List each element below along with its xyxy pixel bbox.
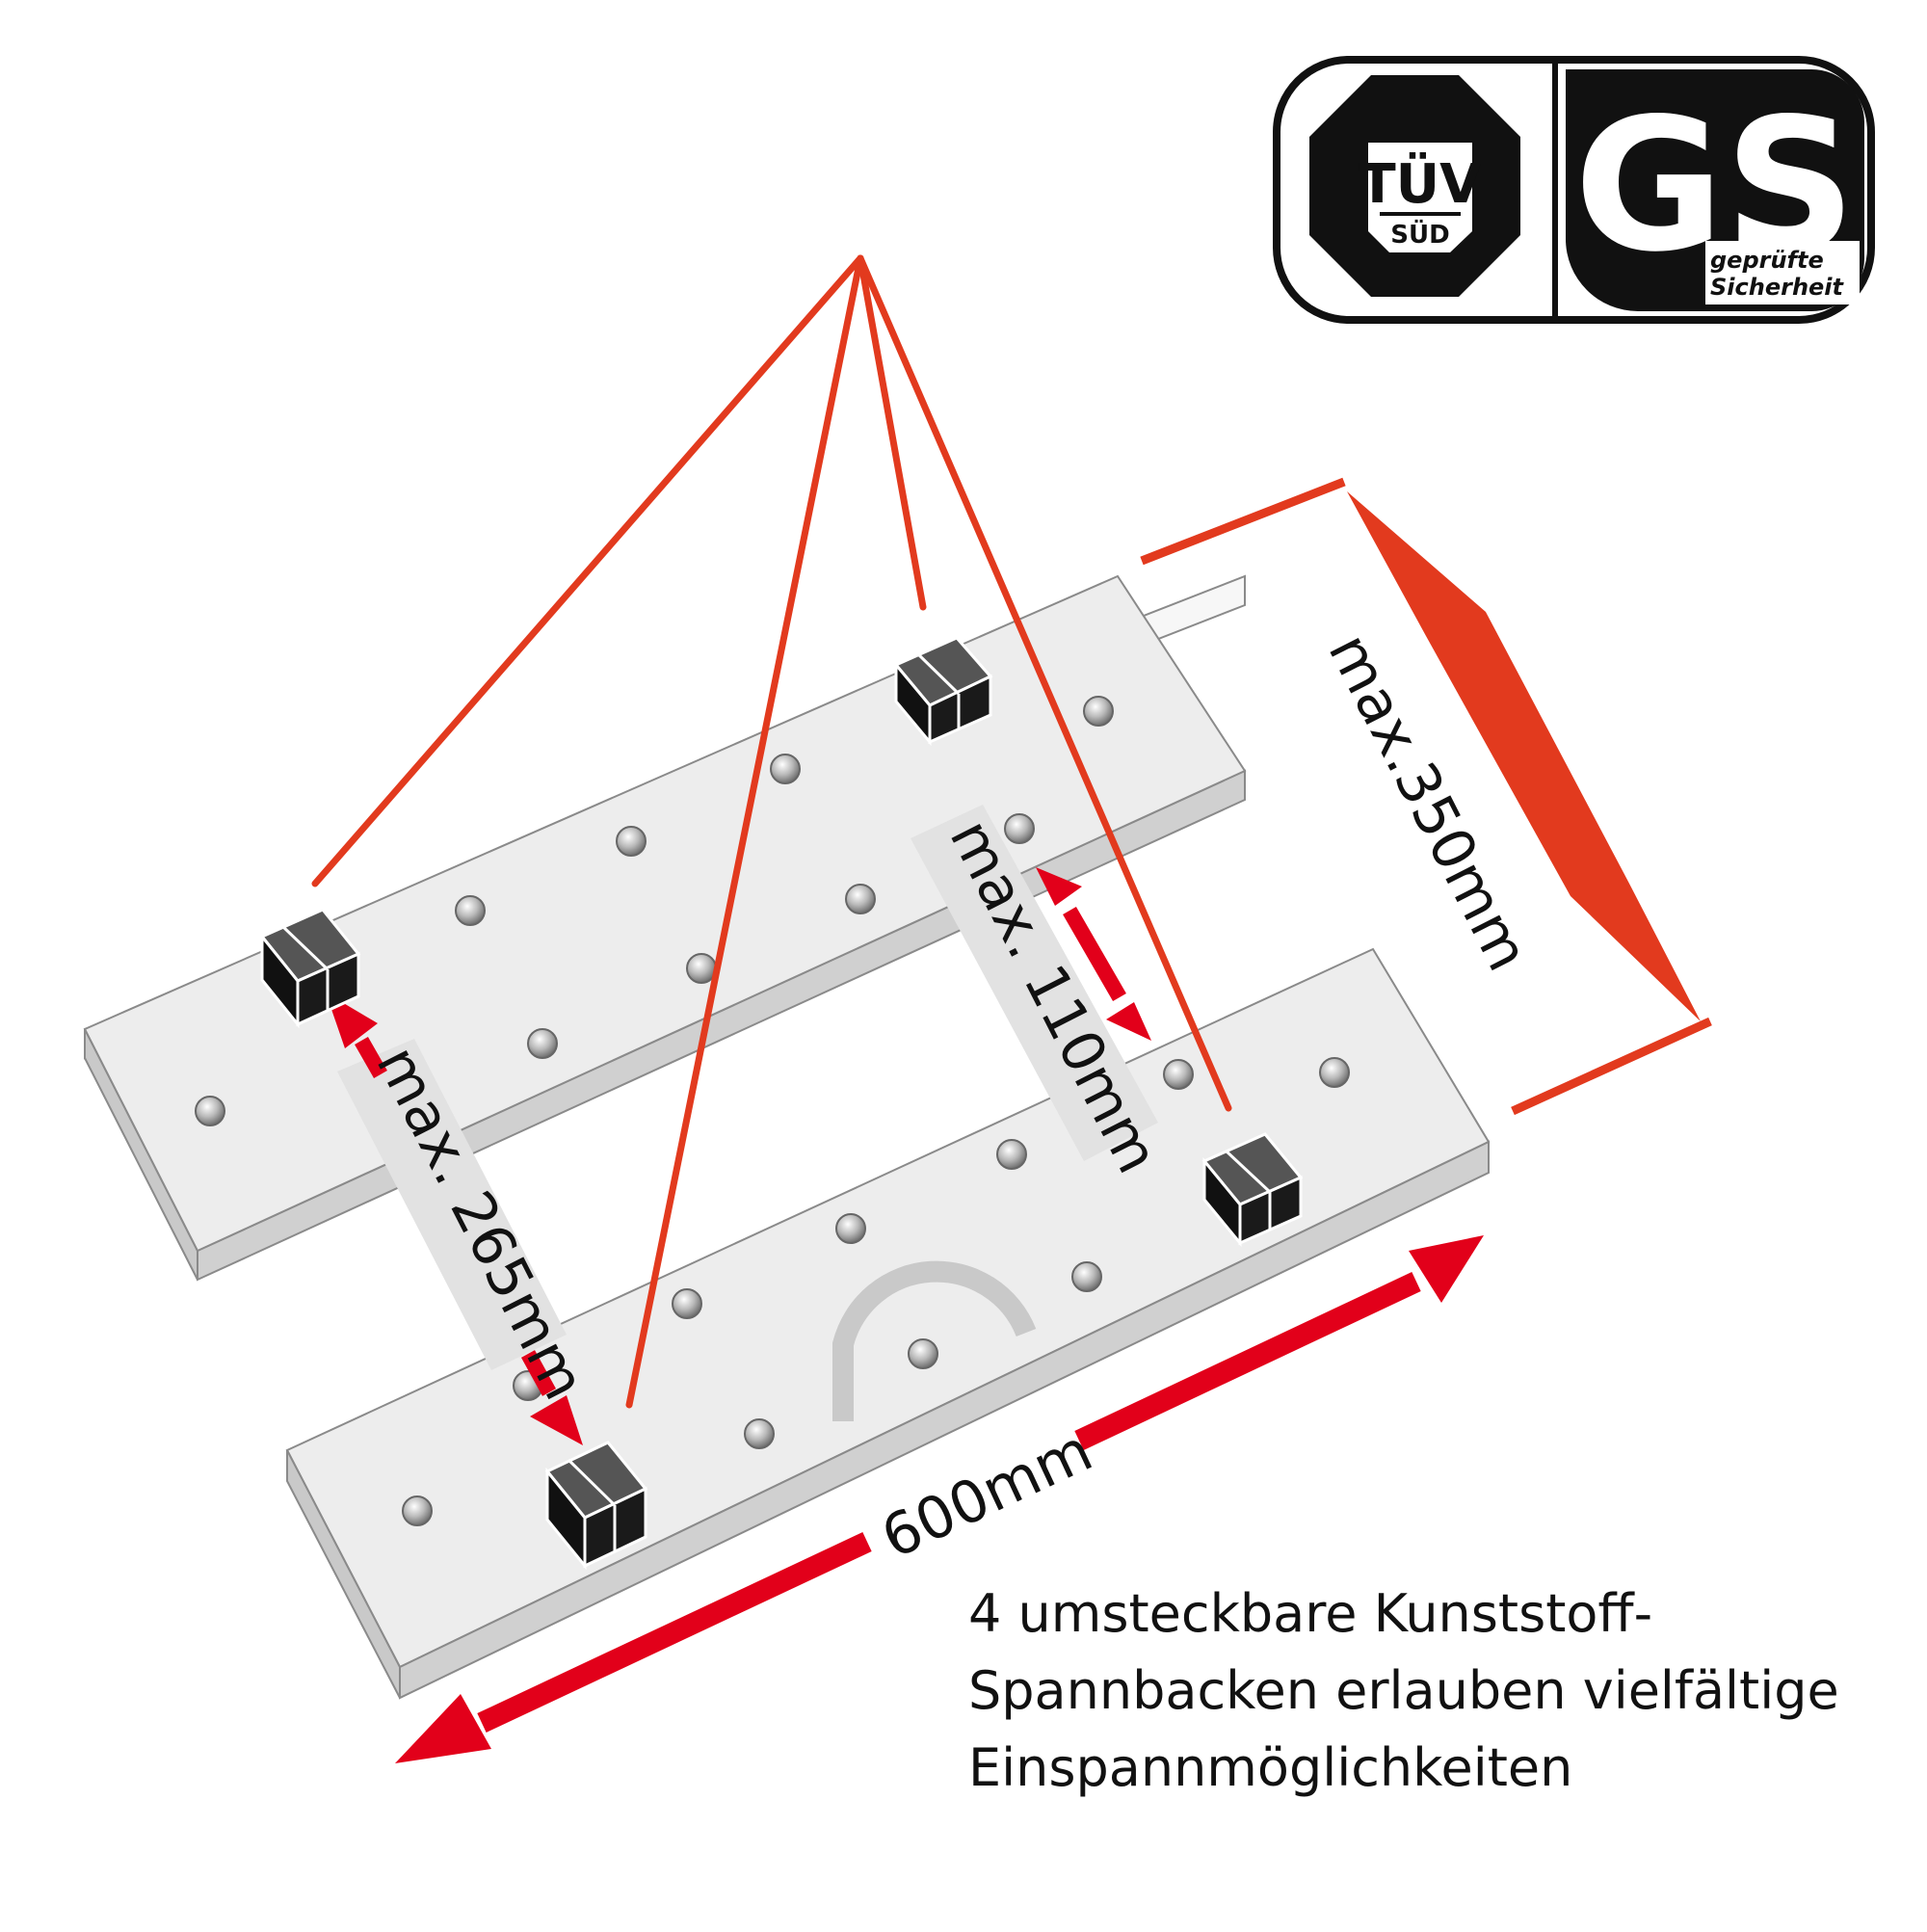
certification-badge: TÜV SÜD GS geprüfte Sicherheit [1273, 56, 1875, 324]
jaw-bottom-right [1201, 1132, 1304, 1248]
jaw-top-right [893, 636, 993, 747]
jaw-bottom-left [544, 1441, 648, 1571]
gap-arrow-110 [1036, 867, 1151, 1041]
label-plate-265 [337, 1039, 567, 1370]
pointer-lines [311, 254, 1232, 1409]
length-arrow-600 [395, 1235, 1484, 1763]
tuv-sud-logo: TÜV SÜD [1309, 75, 1520, 297]
caption-line-1: 4 umsteckbare Kunststoff- [968, 1583, 1653, 1644]
caption-line-2: Spannbacken erlauben vielfältige [968, 1660, 1839, 1721]
caption-line-3: Einspannmöglichkeiten [968, 1737, 1573, 1798]
tuv-text: TÜV [1359, 153, 1482, 216]
caption: 4 umsteckbare Kunststoff- Spannbacken er… [968, 1575, 1913, 1807]
clamping-jaws [259, 636, 1304, 1571]
jaw-top-left [259, 908, 361, 1029]
sud-text: SÜD [1390, 218, 1449, 250]
gs-logo: GS geprüfte Sicherheit [1566, 69, 1864, 311]
label-plate-110 [911, 805, 1158, 1161]
width-arrow-350 [1140, 477, 1712, 1116]
handle-cutout [832, 1260, 1037, 1421]
gs-subtext-2: Sicherheit [1710, 274, 1845, 301]
board-holes [195, 696, 1350, 1526]
gs-subtext-1: geprüfte [1710, 247, 1824, 274]
